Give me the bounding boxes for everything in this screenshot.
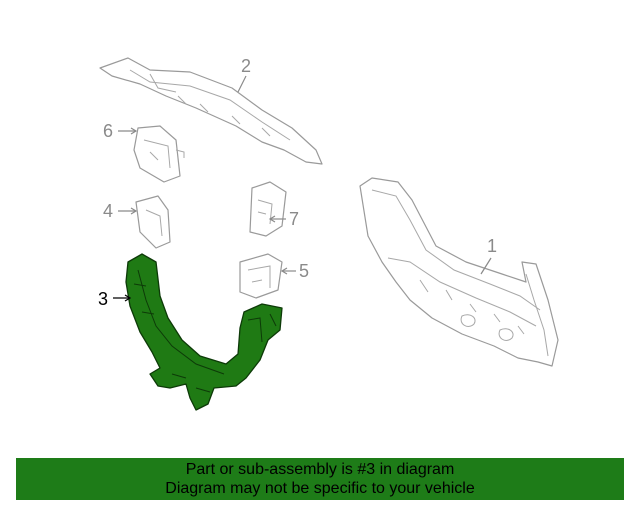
leader-line-1 [480, 257, 492, 275]
callout-4[interactable]: 4 [103, 201, 113, 221]
callout-5[interactable]: 5 [299, 261, 309, 281]
part-1-rear-body-panel[interactable] [359, 177, 559, 367]
part-4-bracket[interactable] [135, 195, 171, 249]
callout-2[interactable]: 2 [241, 56, 251, 76]
callout-7[interactable]: 7 [289, 209, 299, 229]
part-2-upper-panel[interactable] [99, 57, 323, 165]
banner-line-2: Diagram may not be specific to your vehi… [165, 480, 475, 497]
part-7-bracket[interactable] [249, 181, 287, 237]
part-6-bracket[interactable] [133, 125, 185, 183]
callout-3[interactable]: 3 [98, 289, 108, 309]
part-3-crossmember-highlighted[interactable] [125, 253, 283, 411]
banner-line-1: Part or sub-assembly is #3 in diagram [185, 461, 455, 478]
parts-diagram: 2 6 4 7 5 1 [98, 56, 559, 411]
callout-1[interactable]: 1 [487, 236, 497, 256]
info-banner: Part or sub-assembly is #3 in diagram Di… [16, 458, 624, 500]
part-5-bracket[interactable] [239, 253, 283, 299]
callout-6[interactable]: 6 [103, 121, 113, 141]
leader-line-2 [237, 75, 247, 93]
